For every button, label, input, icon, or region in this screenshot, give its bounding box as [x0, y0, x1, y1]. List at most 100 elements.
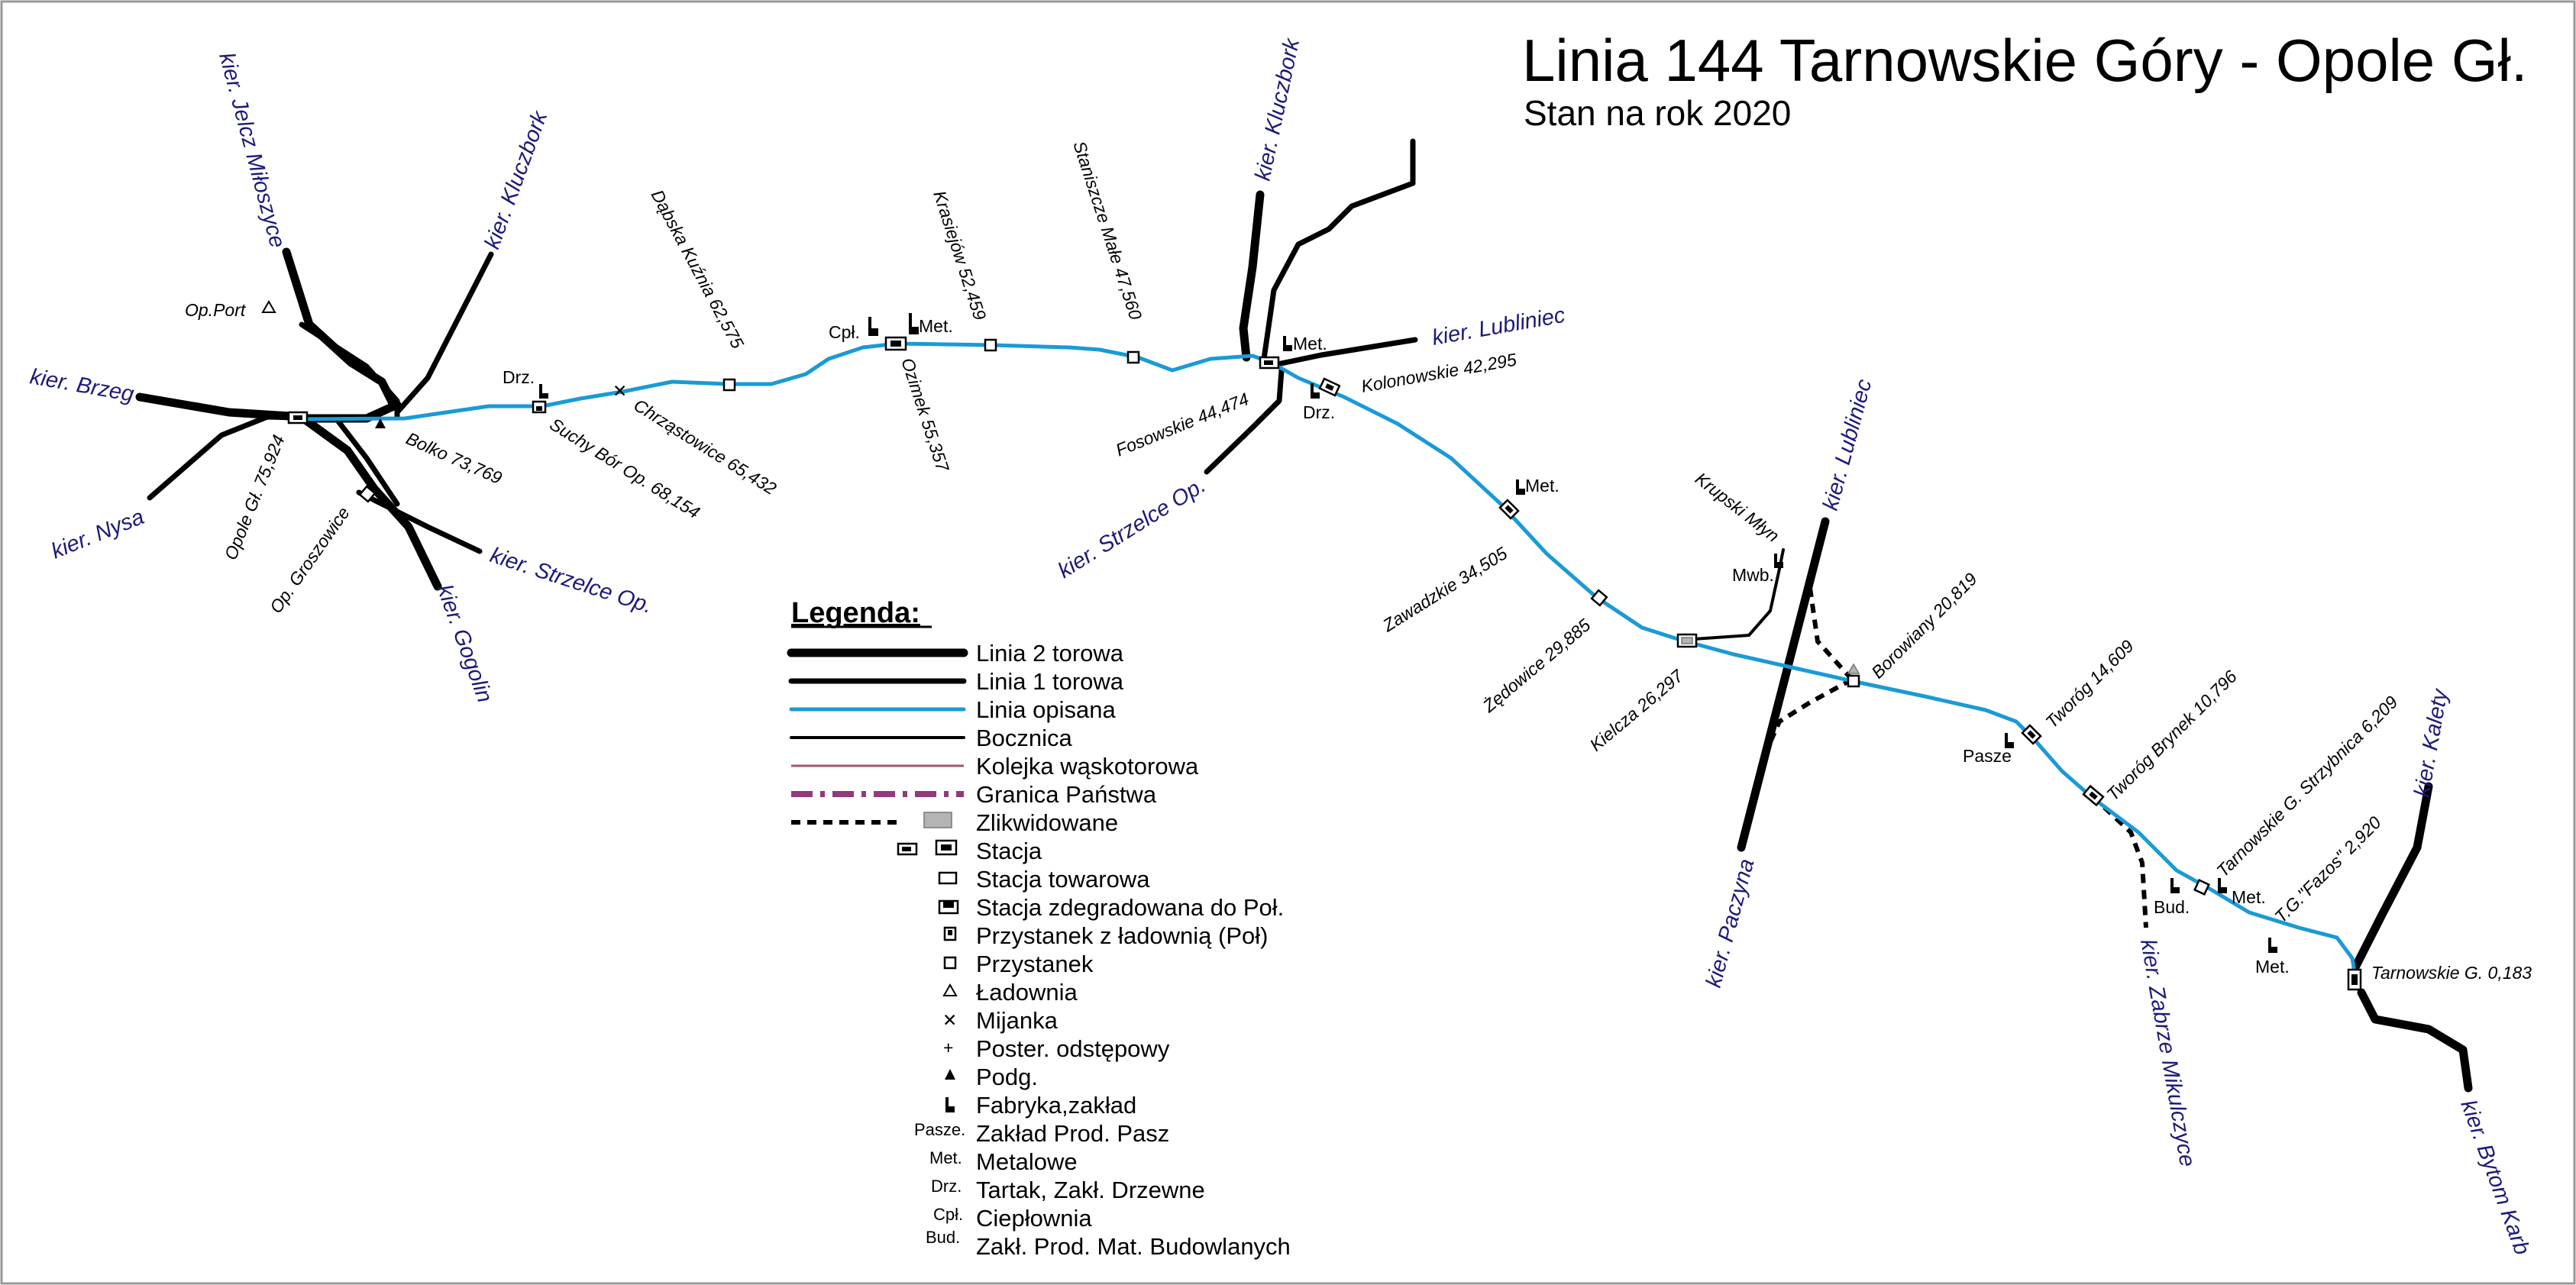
factory-symbols — [539, 313, 2277, 953]
legend-label-block: Poster. odstępowy — [976, 1035, 1170, 1062]
track-kluczbork-e — [1239, 190, 1265, 362]
station-label-zedowice: Żędowice 29,885 — [1479, 615, 1595, 716]
station-label-bolko: Bolko 73,769 — [403, 428, 505, 488]
industry-label-met-1: Met. — [919, 316, 953, 336]
halt-symbol-groszowice — [358, 485, 377, 503]
legend-label-halt: Przystanek — [976, 951, 1094, 977]
track-lubliniec-branch — [1261, 138, 1416, 362]
factory-icon-fazos-met — [2268, 938, 2277, 953]
legend-swatch-freight — [938, 871, 958, 885]
station-label-tarnowskie: Tarnowskie G. 0,183 — [2371, 963, 2532, 983]
industry-label-pasze: Pasze — [1963, 746, 2012, 766]
legend-label-one-track: Linia 1 torowa — [976, 668, 1124, 695]
industry-label-met-2: Met. — [1293, 334, 1327, 354]
legend-label-building: Zakł. Prod. Mat. Budowlanych — [976, 1233, 1291, 1260]
station-symbol-ozimek-core — [890, 341, 901, 347]
station-symbol-tworog-brynek-core — [2089, 791, 2098, 800]
dir-label-kluczbork-w: kier. Kluczbork — [480, 107, 553, 252]
track-bytom — [2357, 988, 2473, 1093]
fosowskie-junction-tracks — [1204, 138, 1418, 475]
legend-label-two-track: Linia 2 torowa — [976, 640, 1124, 667]
industry-label-bud: Bud. — [2154, 897, 2190, 917]
direction-labels: kier. Jelcz Miłoszyce kier. Kluczbork ki… — [28, 35, 2535, 1258]
legend-swatch-degraded-core — [943, 902, 954, 908]
east-tracks — [1692, 517, 2473, 1093]
dir-label-gogolin: kier. Gogolin — [431, 581, 496, 705]
track-lubliniec-paczyna — [1737, 517, 1830, 852]
legend-label-freight: Stacja towarowa — [976, 866, 1150, 893]
track-lubliniec-1 — [1271, 337, 1418, 368]
dir-label-kalety: kier. Kalety — [2410, 686, 2452, 799]
liquidated-borowiany-n — [1808, 587, 1854, 682]
station-symbol-opole-gl-core — [293, 415, 302, 420]
halt-symbol-staniszcze — [1126, 350, 1140, 364]
legend-swatch-sub-station — [945, 1069, 955, 1080]
track-groszowice — [333, 415, 400, 507]
legend-label-loading: Ładownia — [976, 979, 1078, 1006]
station-label-staniszcze: Staniszcze Małe 47,560 — [1069, 139, 1146, 322]
dir-label-paczyna: kier. Paczyna — [1702, 856, 1760, 990]
legend-label-metal: Metalowe — [976, 1148, 1078, 1175]
industry-labels: Drz. Cpł. Met. Met. Drz. Met. Mwb. Pasze… — [503, 316, 2290, 977]
legend-swatch-block: + — [943, 1038, 953, 1057]
legend-label-station: Stacja — [976, 838, 1042, 864]
station-label-zawadzkie: Zawadzkie 34,505 — [1378, 543, 1511, 636]
station-symbol-kielcza-core — [1681, 637, 1693, 644]
track-kluczbork-w — [394, 251, 494, 415]
factory-icon-strzybnica-met — [2218, 878, 2227, 893]
liquidated-zabrze — [2090, 794, 2148, 928]
dir-label-lubliniec-2: kier. Lubliniec — [1818, 376, 1877, 513]
station-symbols: ✕ — [261, 299, 2362, 991]
map-title: Linia 144 Tarnowskie Góry - Opole Gł. — [1522, 27, 2528, 94]
legend-abbr-building: Bud. — [926, 1228, 960, 1247]
legend-label-passing: Mijanka — [976, 1007, 1059, 1034]
legend-swatch-station-a-core — [902, 847, 911, 851]
dir-label-jelcz: kier. Jelcz Miłoszyce — [214, 50, 289, 251]
factory-icon-kolonowskie-drz — [1311, 383, 1320, 399]
legend-swatch-halt-loading-core — [948, 930, 952, 935]
station-label-kielcza: Kielcza 26,297 — [1586, 665, 1688, 755]
factory-icon-fosowskie-met — [1283, 336, 1292, 351]
track-opole-main — [301, 400, 402, 423]
station-symbol-suchy-bor-core — [536, 406, 542, 411]
station-symbol-fosowskie-core — [1264, 360, 1273, 365]
station-label-krupski: Krupski Młyn — [1692, 468, 1783, 546]
station-symbol-tworog-core — [2027, 730, 2036, 739]
station-label-dabska: Dąbska Kuźnia 62,575 — [648, 186, 748, 352]
track-nysa — [147, 414, 305, 501]
legend-abbr-sawmill: Drz. — [931, 1177, 962, 1196]
loading-symbol-opole-port — [261, 299, 276, 313]
factory-icon-tworog-pasze — [2005, 733, 2014, 748]
station-symbol-zawadzkie-core — [1505, 505, 1514, 514]
track-strzelce-e — [1204, 367, 1285, 475]
track-opole-port — [299, 321, 400, 419]
station-symbol-tarnowskie-core — [2351, 974, 2358, 985]
legend-label-factory: Fabryka,zakład — [976, 1092, 1136, 1119]
station-label-tworog-brynek: Tworóg Brynek 10,796 — [2102, 667, 2241, 805]
liquidated-borowiany-s — [1762, 677, 1854, 757]
block-symbol-bolko — [375, 418, 386, 428]
track-kalety — [2351, 782, 2433, 970]
station-label-krasiejow: Krasiejów 52,459 — [929, 189, 990, 323]
industry-label-drz-2: Drz. — [1303, 402, 1335, 422]
track-strzelce-w — [356, 489, 483, 554]
legend-label-feed: Zakład Prod. Pasz — [976, 1120, 1169, 1147]
track-gogolin — [301, 415, 442, 591]
industry-label-met-5: Met. — [2255, 957, 2290, 977]
dir-label-strzelce-w: kier. Strzelce Op. — [487, 543, 655, 618]
map-subtitle: Stan na rok 2020 — [1524, 93, 1791, 133]
legend: Legenda: Linia 2 torowa Linia 1 torowa L… — [787, 597, 1291, 1260]
dir-label-bytom: kier. Bytom Karb — [2455, 1096, 2534, 1258]
station-label-borowiany: Borowiany 20,819 — [1867, 569, 1981, 683]
station-label-opole-gl: Opole Gł. 75,924 — [221, 432, 289, 563]
passing-symbol-chrzastowice: ✕ — [612, 381, 627, 401]
station-label-kolonowskie: Kolonowskie 42,295 — [1359, 350, 1517, 396]
legend-label-heat: Ciepłownia — [976, 1205, 1092, 1232]
siding-krupski — [1692, 548, 1785, 641]
legend-abbr-metal: Met. — [929, 1148, 962, 1167]
legend-swatch-loading — [942, 983, 958, 996]
industry-label-met-4: Met. — [2232, 887, 2266, 907]
track-brzeg — [135, 392, 306, 421]
